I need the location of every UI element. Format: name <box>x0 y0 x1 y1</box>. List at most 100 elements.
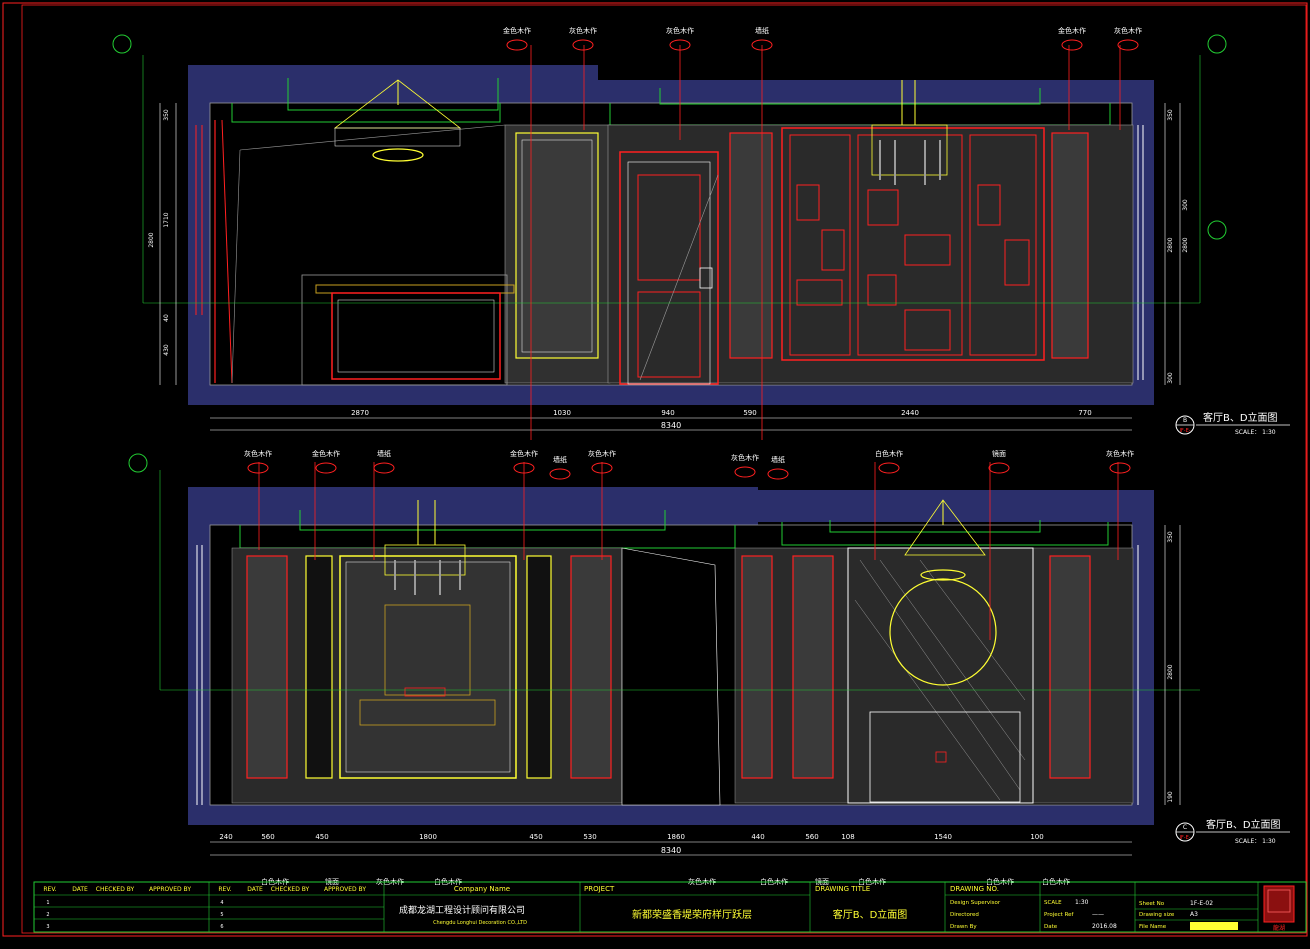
bottom-mirror-wall <box>847 547 1034 804</box>
top-dim-4: 2440 <box>901 409 919 417</box>
bottom-chandelier-right <box>904 499 986 581</box>
bottom-callout-top-tag-10 <box>1109 462 1131 474</box>
top-left-dim-0: 350 <box>163 109 170 121</box>
bottom-dim-1: 560 <box>261 833 274 841</box>
top-callout-labels: 金色木作灰色木作灰色木作墙纸金色木作灰色木作 <box>503 26 1142 51</box>
bottom-panel-1 <box>246 555 288 779</box>
rev-header-5: DATE <box>247 886 263 893</box>
top-chandelier-left <box>333 79 462 162</box>
top-callout-tag-4 <box>1061 39 1083 51</box>
rev-header-4: REV. <box>218 886 231 893</box>
bottom-dim-11: 100 <box>1030 833 1043 841</box>
company-logo: 龍湖 <box>1263 885 1295 932</box>
bottom-dim-3: 1800 <box>419 833 437 841</box>
bottom-panel-6 <box>792 555 834 779</box>
top-slab-right <box>598 80 1154 103</box>
bottom-total-dimension: 8340 <box>661 846 681 855</box>
bottom-callout-top-6: 灰色木作 <box>731 453 759 462</box>
title-block-rev-headers: REV. DATE CHECKED BY APPROVED BY REV. DATE CHE… <box>43 886 366 893</box>
rev-row-2: 3 <box>46 924 49 930</box>
company-header: Company Name <box>454 885 510 893</box>
bottom-dim-9: 108 <box>841 833 854 841</box>
top-dim-1: 1030 <box>553 409 571 417</box>
bottom-callout-top-9: 镜面 <box>992 449 1006 458</box>
scale-value: 1:30 <box>1075 899 1089 906</box>
top-callout-1: 灰色木作 <box>569 26 597 35</box>
top-callout-tag-1 <box>572 39 594 51</box>
bottom-callout-top-tag-2 <box>373 462 395 474</box>
bottom-callout-labels-top: 灰色木作金色木作墙纸金色木作墙纸灰色木作灰色木作墙纸白色木作镜面灰色木作 <box>244 449 1134 480</box>
sheet-label: Sheet No <box>1139 901 1165 907</box>
bottom-callout-top-8: 白色木作 <box>875 449 903 458</box>
bottom-callout-top-10: 灰色木作 <box>1106 449 1134 458</box>
rev-header-2: CHECKED BY <box>96 886 135 893</box>
top-panel-3 <box>1051 132 1089 359</box>
bottom-view-scale: SCALE： 1:30 <box>1235 838 1276 845</box>
rev-header-3: APPROVED BY <box>149 886 191 893</box>
rev-header-6: CHECKED BY <box>271 886 310 893</box>
top-callout-2: 灰色木作 <box>666 26 694 35</box>
bottom-floor <box>188 805 1154 825</box>
top-callout-5: 灰色木作 <box>1114 26 1142 35</box>
top-callout-tag-0 <box>506 39 528 51</box>
top-display-shelf <box>781 127 1045 361</box>
meta-label-2: Directored <box>950 912 979 918</box>
company-name-cn: 成都龙湖工程设计顾问有限公司 <box>399 904 525 916</box>
rev-header-0: REV. <box>43 886 56 893</box>
bottom-dim-10: 1540 <box>934 833 952 841</box>
rev-header-7: APPROVED BY <box>324 886 366 893</box>
bottom-callout-top-tag-6 <box>734 466 756 478</box>
bottom-right-dim-2: 190 <box>1167 791 1174 803</box>
date-label: Date <box>1044 924 1058 930</box>
top-view-marker-sheet: IF-E- <box>1179 428 1190 434</box>
bottom-dim-0: 240 <box>219 833 232 841</box>
bottom-dim-8: 560 <box>805 833 818 841</box>
bottom-panel-5 <box>741 555 773 779</box>
bottom-callout-top-2: 墙纸 <box>377 449 391 458</box>
top-callout-4: 金色木作 <box>1058 26 1086 35</box>
top-chandelier-right <box>871 80 948 185</box>
bottom-callout-top-0: 灰色木作 <box>244 449 272 458</box>
rev-header-1: DATE <box>72 886 88 893</box>
bottom-view-marker-letter: C <box>1183 824 1187 831</box>
sheet-value: 1F-E-02 <box>1190 900 1213 907</box>
top-panel-2 <box>729 132 773 359</box>
bottom-callout-top-5: 灰色木作 <box>588 449 616 458</box>
bottom-right-dimension-labels: 350 2800 190 <box>1167 531 1174 803</box>
bottom-callout-top-tag-8 <box>878 462 900 474</box>
top-callout-0: 金色木作 <box>503 26 531 35</box>
top-dim-2: 940 <box>661 409 674 417</box>
bottom-right-dim-1: 2800 <box>1167 664 1174 679</box>
top-left-dim-3: 40 <box>163 314 170 322</box>
size-label: Drawing size <box>1139 912 1175 918</box>
top-left-dim-1: 1710 <box>163 212 170 227</box>
bottom-wall-left <box>188 487 210 825</box>
project-header: PROJECT <box>584 885 615 893</box>
logo-text: 龍湖 <box>1273 924 1285 932</box>
rev-row-5: 6 <box>220 924 223 930</box>
size-value: A3 <box>1190 911 1198 918</box>
bottom-right-dim-0: 350 <box>1167 531 1174 543</box>
drawing-title: 客厅B、D立面图 <box>833 908 908 921</box>
file-label: File Name <box>1139 924 1167 930</box>
bottom-dim-6: 1860 <box>667 833 685 841</box>
bottom-dim-2: 450 <box>315 833 328 841</box>
scale-label: SCALE <box>1044 900 1062 906</box>
bottom-view-title-block: C IF-E- 客厅B、D立面图 SCALE： 1:30 <box>1175 818 1290 845</box>
bottom-panel-2 <box>305 555 333 779</box>
top-total-dimension: 8340 <box>661 421 681 430</box>
bottom-wall-right <box>1132 490 1154 825</box>
bottom-tv-wall <box>339 555 517 779</box>
top-door <box>619 151 719 385</box>
top-view-marker-letter: B <box>1183 417 1187 424</box>
bottom-dim-4: 450 <box>529 833 542 841</box>
top-right-dim-2: 300 <box>1182 199 1189 211</box>
bottom-view-title: 客厅B、D立面图 <box>1206 818 1281 831</box>
bottom-callout-top-3: 金色木作 <box>510 449 538 458</box>
top-dim-5: 770 <box>1078 409 1091 417</box>
